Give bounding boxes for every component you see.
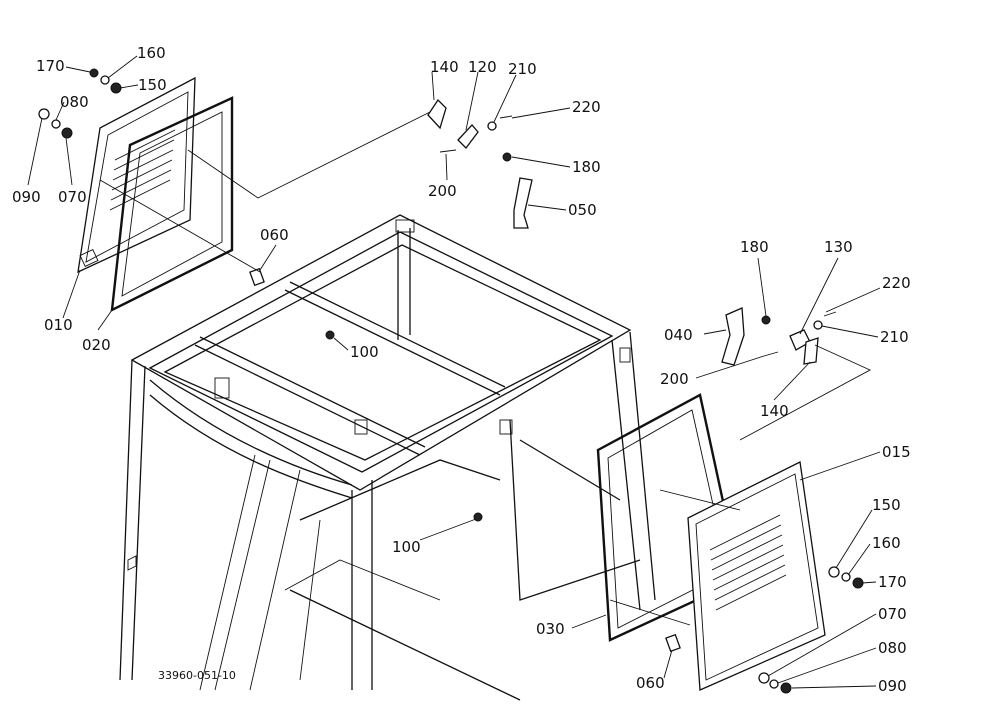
label-150-upper: 150 xyxy=(138,76,167,94)
label-180-upper: 180 xyxy=(572,158,601,176)
label-100-lower: 100 xyxy=(392,538,421,556)
label-060-upper: 060 xyxy=(260,226,289,244)
left-window-assembly xyxy=(77,76,234,313)
drawing-code: 33960-051-10 xyxy=(158,669,236,682)
label-070-lower: 070 xyxy=(878,605,907,623)
label-120: 120 xyxy=(468,58,497,76)
label-160-upper: 160 xyxy=(137,44,166,62)
cab-frame xyxy=(119,214,656,701)
right-window-assembly xyxy=(596,393,826,691)
label-220-upper: 220 xyxy=(572,98,601,116)
label-050: 050 xyxy=(568,201,597,219)
label-210-upper: 210 xyxy=(508,60,537,78)
label-170-lower: 170 xyxy=(878,573,907,591)
label-200-right: 200 xyxy=(660,370,689,388)
label-200-upper: 200 xyxy=(428,182,457,200)
label-210-right: 210 xyxy=(880,328,909,346)
label-170-upper: 170 xyxy=(36,57,65,75)
label-180-right: 180 xyxy=(740,238,769,256)
label-150-lower: 150 xyxy=(872,496,901,514)
hardware xyxy=(38,68,864,694)
label-090-upper: 090 xyxy=(12,188,41,206)
label-220-right: 220 xyxy=(882,274,911,292)
label-040: 040 xyxy=(664,326,693,344)
leader-lines xyxy=(27,55,881,689)
label-060-lower: 060 xyxy=(636,674,665,692)
label-160-lower: 160 xyxy=(872,534,901,552)
label-140-right: 140 xyxy=(760,402,789,420)
label-080-lower: 080 xyxy=(878,639,907,657)
label-080-upper: 080 xyxy=(60,93,89,111)
label-015: 015 xyxy=(882,443,911,461)
label-140-upper: 140 xyxy=(430,58,459,76)
label-020: 020 xyxy=(82,336,111,354)
label-090-lower: 090 xyxy=(878,677,907,695)
label-100-upper: 100 xyxy=(350,343,379,361)
label-130: 130 xyxy=(824,238,853,256)
label-010: 010 xyxy=(44,316,73,334)
callout-labels: 170 160 150 080 090 070 010 020 060 140 … xyxy=(12,44,911,695)
label-070-upper: 070 xyxy=(58,188,87,206)
label-030: 030 xyxy=(536,620,565,638)
